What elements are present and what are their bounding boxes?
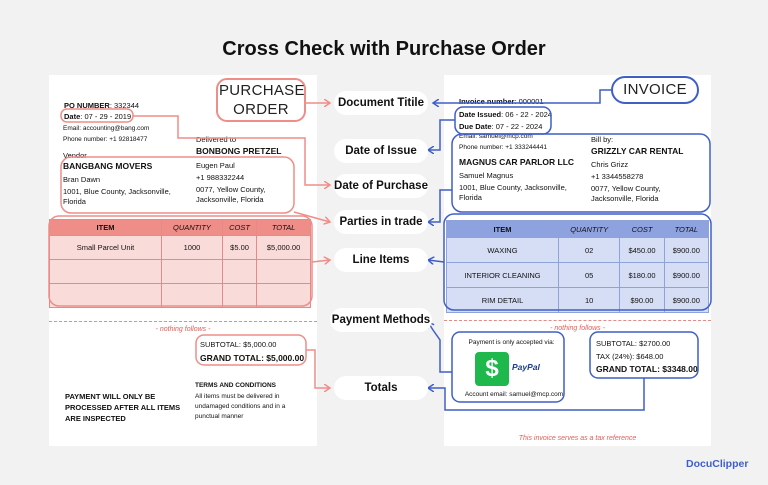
po-number: PO NUMBER: 332344 [64, 101, 140, 110]
invoice-email: Email: samuel@mcp.com [459, 133, 533, 140]
po-title-outline [216, 78, 306, 122]
invoice-col-item: ITEM [446, 220, 559, 238]
docuclipper-logo: DocuClipper [686, 458, 749, 470]
arrow-po-parties [293, 211, 330, 222]
arrow-invoice-title [433, 89, 612, 103]
purchase-order-heading: PURCHASE ORDER [219, 82, 305, 118]
arrow-po-date [133, 115, 330, 185]
invoice-table-outline [443, 213, 712, 311]
invoice-number: Invoice number: 000001 [459, 97, 544, 106]
bill-by-name: GRIZZLY CAR RENTAL [591, 146, 684, 156]
label-date-of-purchase: Date of Purchase [334, 174, 428, 198]
tax-reference-note: This invoice serves as a tax reference [518, 435, 637, 442]
po-parties-outline [60, 156, 295, 214]
delivered-contact: Eugen Paul [196, 161, 235, 170]
po-grand-total: GRAND TOTAL: $5,000.00 [200, 353, 305, 363]
arrow-invoice-date [428, 119, 455, 150]
po-totals-outline [195, 334, 307, 366]
vendor-contact: Bran Dawn [63, 175, 101, 184]
invoice-tax: TAX (24%): $648.00 [596, 352, 664, 361]
table-row: WAXING 02 $450.00 $900.00 [446, 237, 710, 263]
page-title: Cross Check with Purchase Order [222, 38, 546, 60]
vendor-name: BANGBANG MOVERS [63, 161, 153, 171]
invoice-totals-outline [589, 331, 699, 379]
invoice-vendor-contact: Samuel Magnus [459, 171, 514, 180]
invoice-date-issued: Date Issued: 06 - 22 - 2024 [459, 110, 552, 119]
delivered-address: 0077, Yellow County, Jacksonville, Flori… [196, 185, 266, 204]
invoice-heading: INVOICE [623, 81, 687, 98]
po-subtotal: SUBTOTAL: $5,000.00 [200, 340, 277, 349]
vendor-address: 1001, Blue County, Jacksonville, Florida [63, 187, 171, 206]
label-document-title: Document Titile [334, 91, 428, 115]
po-phone: Phone number: +1 92818477 [63, 136, 148, 143]
bill-by-address: 0077, Yellow County, Jacksonville, Flori… [591, 184, 661, 203]
delivered-label: Delivered to [196, 135, 237, 144]
label-payment-methods: Payment Methods [330, 308, 432, 332]
invoice-grand-total: GRAND TOTAL: $3348.00 [596, 364, 698, 374]
po-date-outline [60, 108, 134, 123]
po-col-quantity: QUANTITY [161, 219, 223, 236]
invoice-nothing-follows: - nothing follows - [550, 325, 605, 332]
invoice-payment-outline [451, 331, 565, 403]
label-parties-in-trade: Parties in trade [334, 210, 428, 234]
po-nothing-follows: - nothing follows - [155, 326, 211, 333]
bill-by-contact: Chris Grizz [591, 160, 629, 169]
payment-accepted-text: Payment is only accepted via: [468, 339, 555, 346]
invoice-parties-outline [451, 133, 711, 213]
invoice-col-quantity: QUANTITY [557, 220, 621, 238]
invoice-dates-outline [454, 106, 552, 135]
invoice-document: Invoice number: 000001 Date Issued: 06 -… [444, 75, 711, 446]
vendor-label: Vendor [63, 151, 87, 160]
invoice-col-cost: COST [619, 220, 665, 238]
invoice-due-date: Due Date: 07 - 22 - 2024 [459, 122, 543, 131]
table-row: INTERIOR CLEANING 05 $180.00 $900.00 [446, 262, 710, 288]
label-totals: Totals [334, 376, 428, 400]
po-line-items-table: ITEM QUANTITY COST TOTAL Small Parcel Un… [49, 219, 311, 308]
arrow-invoice-items [428, 260, 445, 262]
invoice-subtotal: SUBTOTAL: $2700.00 [596, 339, 671, 348]
arrow-po-items [311, 260, 330, 262]
table-row: Small Parcel Unit 1000 $5.00 $5,000.00 [49, 235, 311, 260]
table-row: RIM DETAIL 10 $90.00 $900.00 [446, 287, 710, 313]
bill-by-phone: +1 3344558278 [591, 172, 644, 181]
bill-by-label: Bill by: [591, 135, 614, 144]
label-date-of-issue: Date of Issue [334, 139, 428, 163]
po-date: Date: 07 - 29 - 2019 [64, 112, 132, 121]
invoice-vendor-address: 1001, Blue County, Jacksonville, Florida [459, 183, 567, 202]
po-col-total: TOTAL [256, 219, 311, 236]
delivered-name: BONBONG PRETZEL [196, 146, 282, 156]
delivered-phone: +1 988332244 [196, 173, 245, 182]
po-divider [49, 321, 317, 322]
arrow-invoice-totals [428, 378, 645, 411]
po-email: Email: accounting@bang.com [63, 125, 150, 132]
arrow-po-totals [306, 349, 330, 388]
invoice-phone: Phone number: +1 333244441 [459, 144, 548, 151]
label-line-items: Line Items [334, 248, 428, 272]
po-terms-text: All items must be delivered in undamaged… [195, 393, 286, 420]
arrow-invoice-payment [428, 322, 452, 373]
purchase-order-document: PO NUMBER: 332344 Date: 07 - 29 - 2019 E… [49, 75, 317, 446]
account-email: Account email: samuel@mcp.com [464, 391, 564, 398]
paypal-icon: PayPal [512, 362, 540, 372]
po-col-cost: COST [221, 219, 258, 236]
invoice-line-items-table: ITEM QUANTITY COST TOTAL WAXING 02 $450.… [446, 220, 710, 313]
cash-app-icon: $ [475, 352, 509, 386]
po-table-outline [48, 215, 313, 307]
invoice-divider [444, 320, 711, 321]
po-payment-note: PAYMENT WILL ONLY BE PROCESSED AFTER ALL… [65, 392, 181, 423]
arrow-invoice-parties [428, 189, 452, 222]
table-row [49, 283, 311, 308]
po-terms-title: TERMS AND CONDITIONS [195, 382, 277, 389]
invoice-vendor-name: MAGNUS CAR PARLOR LLC [459, 157, 575, 167]
